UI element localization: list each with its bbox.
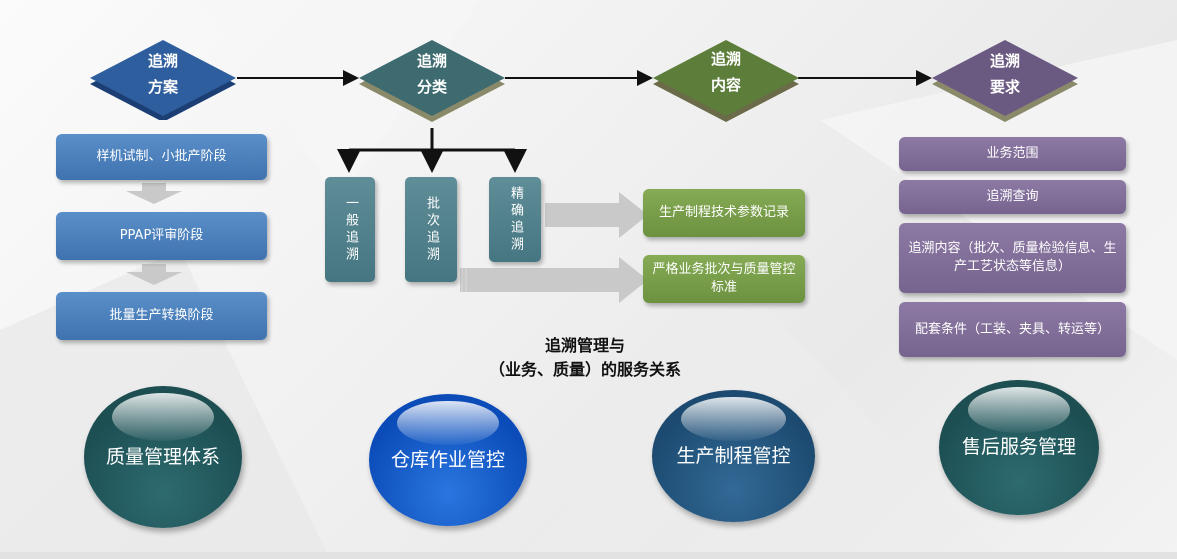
system-label: 仓库作业管控 xyxy=(391,448,506,471)
req-box-scope: 业务范围 xyxy=(899,137,1126,171)
header-diamond-content: 追溯 内容 xyxy=(651,40,801,122)
header-line2: 内容 xyxy=(710,76,741,94)
system-label: 生产制程管控 xyxy=(676,444,791,467)
header-line2: 方案 xyxy=(147,78,178,96)
relationship-title: 追溯管理与 （业务、质量）的服务关系 xyxy=(430,334,740,382)
content-box-batch-quality: 严格业务批次与质量管控标准 xyxy=(643,255,805,303)
header-diamond-plan: 追溯 方案 xyxy=(88,40,238,120)
header-diamond-classification: 追溯 分类 xyxy=(357,40,507,122)
footer-bar xyxy=(0,552,1177,559)
stage-box-ppap: PPAP评审阶段 xyxy=(56,212,267,260)
system-label: 质量管理体系 xyxy=(106,445,221,468)
header-line2: 要求 xyxy=(989,78,1020,96)
stage-box-prototype: 样机试制、小批产阶段 xyxy=(56,134,267,180)
stage-box-mass-production: 批量生产转换阶段 xyxy=(56,292,267,340)
class-label: 精确追溯 xyxy=(508,185,523,254)
req-box-query: 追溯查询 xyxy=(899,180,1126,214)
req-box-conditions: 配套条件（工装、夹具、转运等） xyxy=(899,302,1126,357)
content-box-process-params: 生产制程技术参数记录 xyxy=(643,189,805,237)
header-line2: 分类 xyxy=(416,78,447,96)
system-sphere-production: 生产制程管控 xyxy=(652,390,815,522)
system-sphere-aftersales: 售后服务管理 xyxy=(939,380,1099,515)
class-box-precise: 精确追溯 xyxy=(489,177,541,262)
header-line1: 追溯 xyxy=(710,50,741,68)
class-label: 批次追溯 xyxy=(424,195,439,264)
system-label: 售后服务管理 xyxy=(961,436,1076,458)
header-line1: 追溯 xyxy=(416,52,447,70)
system-sphere-quality: 质量管理体系 xyxy=(84,386,242,528)
req-box-content: 追溯内容（批次、质量检验信息、生产工艺状态等信息） xyxy=(899,223,1126,293)
system-sphere-warehouse: 仓库作业管控 xyxy=(369,394,527,526)
header-line1: 追溯 xyxy=(989,52,1020,70)
class-box-batch: 批次追溯 xyxy=(405,177,457,282)
title-line1: 追溯管理与 xyxy=(544,336,625,355)
title-line2: （业务、质量）的服务关系 xyxy=(488,360,681,379)
class-box-general: 一般追溯 xyxy=(325,177,375,282)
header-diamond-requirement: 追溯 要求 xyxy=(930,40,1080,122)
header-line1: 追溯 xyxy=(147,52,178,70)
class-label: 一般追溯 xyxy=(343,195,358,264)
